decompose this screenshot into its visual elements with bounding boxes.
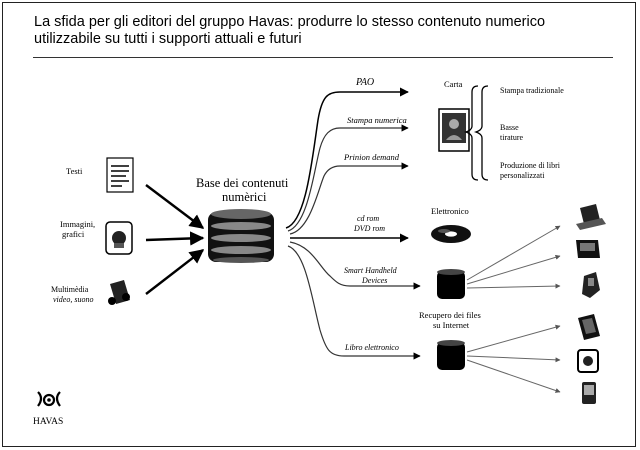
slide-title: La sfida per gli editori del gruppo Hava… (34, 14, 614, 48)
paper-output-produzione-2: personalizzati (500, 171, 545, 180)
arrow-print-on-demand (289, 162, 409, 235)
channel-pao: PAO (355, 77, 374, 88)
arrow-multimedia (145, 249, 205, 295)
title-line-2: utilizzabile su tutti i supporti attuali… (34, 31, 302, 47)
device-arrows-handheld (466, 225, 561, 289)
mobile-device-icon (582, 272, 600, 298)
input-label-multimedia: Multimèdia (51, 285, 89, 294)
pda-icon (576, 240, 600, 258)
havas-logo-text: HAVAS (33, 417, 63, 427)
printed-page-icon (438, 108, 470, 152)
havas-logo (37, 391, 61, 407)
input-label-video-suono: video, suono (53, 295, 93, 304)
multimedia-icon (108, 280, 130, 305)
arrow-smart-devices (289, 241, 421, 290)
paper-output-basse-2: tirature (500, 133, 524, 142)
central-label-1: Base dei contenuti (196, 176, 289, 190)
target-recupero-1: Recupero dei files (419, 310, 481, 320)
paper-output-produzione-1: Produzione di libri (500, 161, 561, 170)
ebook-reader-icon (578, 314, 600, 340)
cd-disc-icon (431, 225, 471, 243)
handheld-book-icon (577, 349, 599, 373)
input-label-grafici: grafici (62, 229, 85, 239)
channel-smart-2: Devices (361, 276, 387, 285)
laptop-icon (576, 204, 606, 230)
image-icon (105, 221, 133, 255)
input-label-testi: Testi (66, 166, 83, 176)
central-label-2: numèrici (222, 190, 267, 204)
arrow-libro (287, 245, 421, 360)
channel-dvdrom: DVD rom (353, 224, 385, 233)
arrow-pao (285, 87, 409, 229)
channel-cdrom: cd rom (357, 214, 379, 223)
slide-frame (2, 2, 636, 447)
title-line-1: La sfida per gli editori del gruppo Hava… (34, 14, 546, 30)
right-brace (473, 85, 489, 181)
channel-smart-1: Smart Handheld (344, 266, 398, 275)
channel-print-on-demand: Prinion demand (343, 152, 400, 162)
arrow-immagini (145, 231, 205, 246)
left-brace (463, 85, 479, 181)
arrow-stampa-numerica (287, 124, 409, 232)
input-label-immagini: Immagini, (60, 219, 95, 229)
target-elettronico: Elettronico (431, 206, 469, 216)
channel-stampa-numerica: Stampa numerica (347, 115, 407, 125)
target-recupero-2: su Internet (433, 320, 470, 330)
pocket-device-icon (582, 382, 596, 404)
paper-output-stampa: Stampa tradizionale (500, 86, 564, 95)
arrow-testi (145, 184, 205, 229)
title-rule (33, 57, 613, 58)
paper-output-basse-1: Basse (500, 123, 519, 132)
target-carta: Carta (444, 79, 463, 89)
document-icon (106, 157, 134, 193)
internet-database-icon (437, 340, 465, 370)
handheld-database-icon (437, 269, 465, 299)
channel-libro: Libro elettronico (344, 343, 399, 352)
device-arrows-internet (466, 324, 561, 393)
database-icon (208, 209, 274, 263)
